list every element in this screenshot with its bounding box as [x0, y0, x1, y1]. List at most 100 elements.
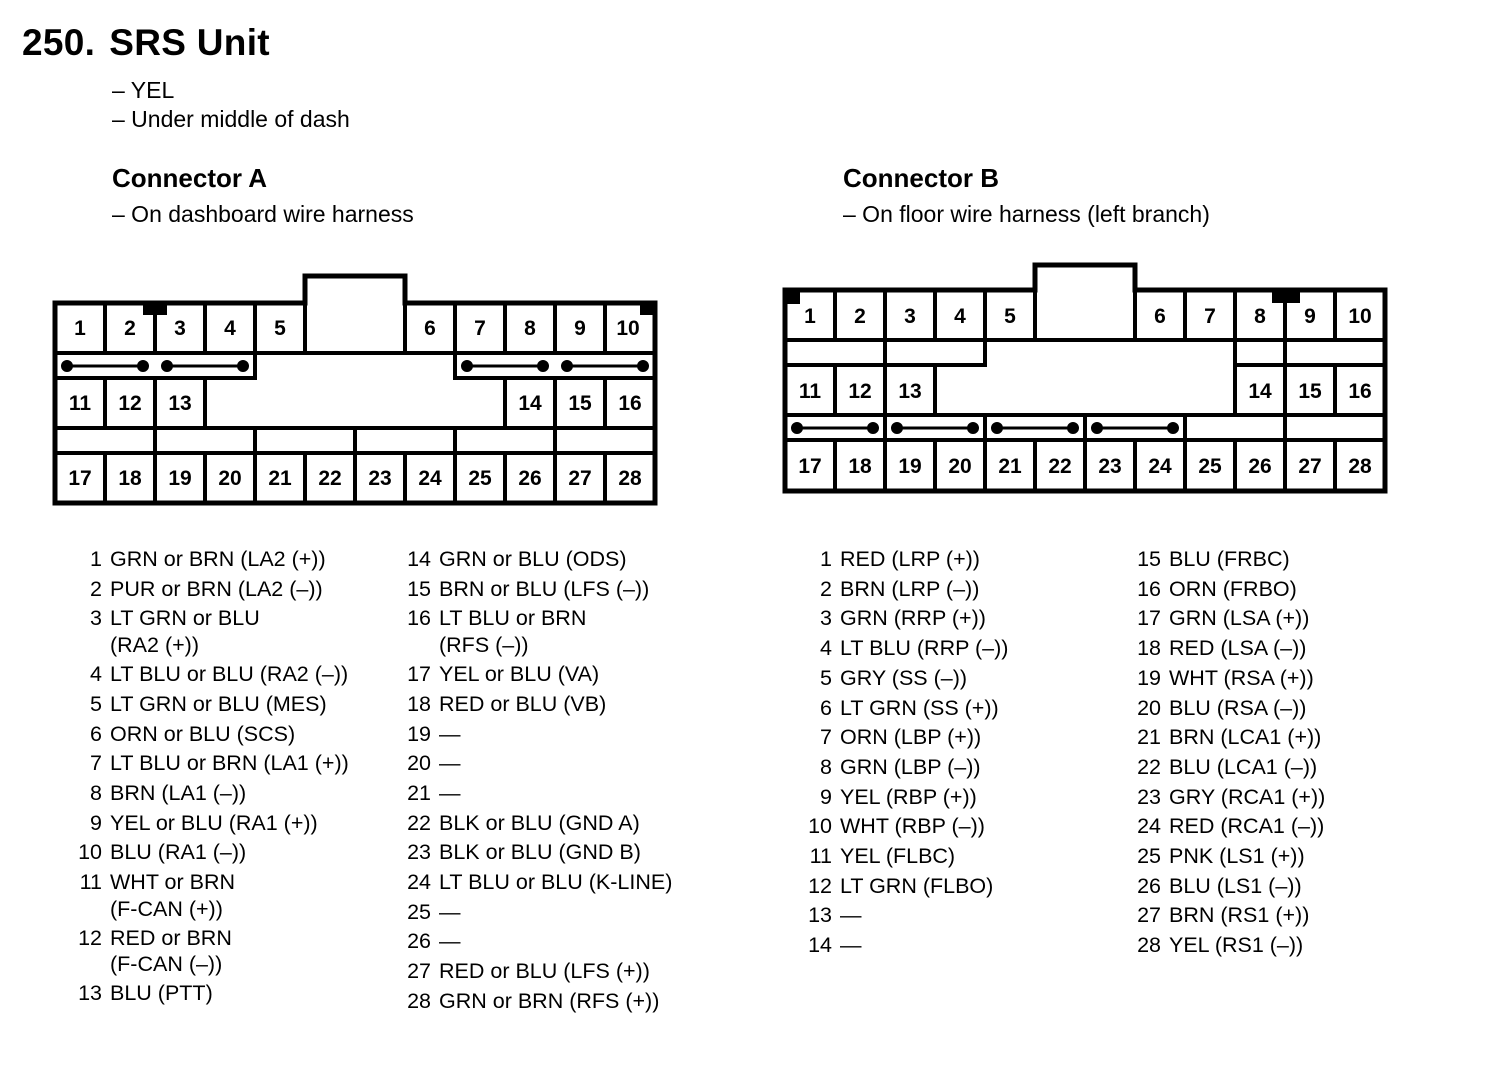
- pin-number: 10: [808, 814, 832, 839]
- connector-b-pin-28: 28: [1348, 455, 1372, 478]
- pin-desc: LT GRN or BLU(RA2 (+)): [102, 604, 260, 660]
- pin-number: 25: [407, 899, 431, 924]
- pin-desc: —: [439, 780, 461, 805]
- connector-b-pin-22: 22: [1048, 455, 1071, 478]
- pin-number: 16: [407, 606, 431, 631]
- pin-number: 13: [78, 981, 102, 1006]
- page-number: 250.: [22, 22, 96, 63]
- connector-a-pin-9: 9: [574, 317, 586, 340]
- pin-desc: ORN (LBP (+)): [840, 725, 982, 750]
- pin-desc: —: [840, 903, 862, 928]
- pin-entry: 20—: [401, 749, 731, 779]
- pin-number: 11: [79, 870, 102, 895]
- connector-a-pin-6: 6: [424, 317, 436, 340]
- pin-desc: GRY (SS (–)): [840, 665, 968, 690]
- pin-number: 4: [90, 662, 102, 687]
- pin-number: 12: [808, 873, 832, 898]
- pin-desc: ORN (FRBO): [1169, 576, 1297, 601]
- connector-b-pin-3: 3: [904, 305, 916, 328]
- pin-desc: LT GRN (SS (+)): [840, 695, 999, 720]
- pin-number: 14: [808, 933, 832, 958]
- pin-number: 9: [820, 784, 832, 809]
- connector-b-pin-1: 1: [804, 305, 816, 328]
- pin-entry: 10 WHT (RBP (–)): [802, 812, 1122, 842]
- pin-entry: 28 GRN or BRN (RFS (+)): [401, 987, 731, 1017]
- pin-desc: LT BLU or BLU (RA2 (–)): [110, 662, 349, 687]
- connector-b-inner-lines: [785, 290, 1385, 491]
- connector-b-pin-13: 13: [898, 380, 921, 403]
- pin-number: 8: [90, 780, 102, 805]
- pin-entry: 26—: [401, 927, 731, 957]
- pin-desc: WHT (RBP (–)): [840, 814, 985, 839]
- connector-a-pin-8: 8: [524, 317, 536, 340]
- unit-location: – Under middle of dash: [112, 106, 350, 132]
- pin-number: 22: [407, 810, 431, 835]
- pin-entry: 9 YEL (RBP (+)): [802, 783, 1122, 813]
- pin-desc: GRY (RCA1 (+)): [1169, 784, 1326, 809]
- unit-color: – YEL: [112, 77, 175, 103]
- pin-number: 6: [820, 695, 832, 720]
- connector-b-pin-9: 9: [1304, 305, 1316, 328]
- pin-desc: —: [439, 929, 461, 954]
- connector-a-pin-numbers: 1 2 3 4 5 6 7 8 9 10 11 12 13 14 15 16 1…: [68, 317, 642, 490]
- pin-entry: 21—: [401, 779, 731, 809]
- pin-number: 28: [407, 988, 431, 1013]
- pin-number: 22: [1137, 754, 1161, 779]
- connector-b-diagram: [782, 262, 1388, 494]
- pin-desc: RED (LRP (+)): [840, 547, 980, 571]
- pin-desc: —: [439, 751, 461, 776]
- pin-desc-line: (F-CAN (–)): [110, 952, 223, 977]
- pin-desc: BRN (LCA1 (+)): [1169, 725, 1322, 750]
- connector-b-pin-25: 25: [1198, 455, 1222, 478]
- connector-a-location: – On dashboard wire harness: [112, 201, 414, 227]
- connector-b-pin-26: 26: [1248, 455, 1271, 478]
- pin-desc-line: (RA2 (+)): [110, 633, 199, 658]
- connector-a-pin-14: 14: [518, 392, 542, 415]
- pin-number: 14: [407, 547, 431, 571]
- connector-a-pin-23: 23: [368, 467, 391, 490]
- connector-b-pin-24: 24: [1148, 455, 1172, 478]
- pin-desc: YEL (RBP (+)): [840, 784, 977, 809]
- connector-a-pin-16: 16: [618, 392, 641, 415]
- pin-number: 23: [1137, 784, 1161, 809]
- connector-b-shorting-bars: [791, 422, 1179, 434]
- pin-number: 23: [407, 840, 431, 865]
- connector-a-pin-15: 15: [568, 392, 592, 415]
- pin-desc: PUR or BRN (LA2 (–)): [110, 576, 323, 601]
- connector-a-pin-28: 28: [618, 467, 642, 490]
- pin-number: 7: [820, 725, 832, 750]
- pin-desc: BLU (FRBC): [1169, 547, 1290, 571]
- pin-desc: RED (LSA (–)): [1169, 636, 1307, 661]
- connector-b-pin-17: 17: [798, 455, 821, 478]
- connector-a-pin-10: 10: [616, 317, 639, 340]
- connector-b-pin-19: 19: [898, 455, 921, 478]
- pin-desc: GRN or BRN (RFS (+)): [439, 988, 660, 1013]
- connector-a-pin-3: 3: [174, 317, 186, 340]
- pin-number: 4: [820, 636, 832, 661]
- connector-b-pin-8: 8: [1254, 305, 1266, 328]
